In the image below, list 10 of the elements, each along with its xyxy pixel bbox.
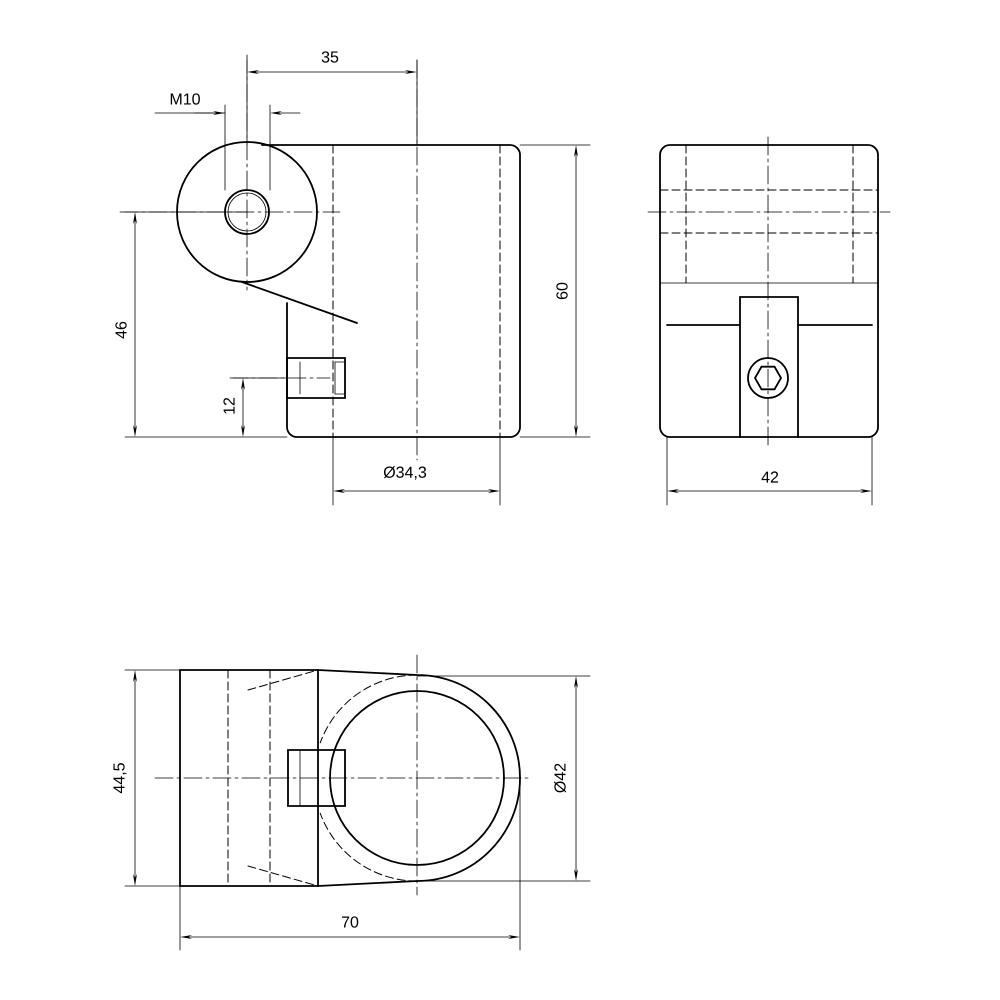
- dimension-label: Ø42: [554, 764, 566, 793]
- dimension-label: M10: [170, 93, 200, 105]
- dimension-label: 35: [322, 51, 338, 63]
- dimension-label: 44,5: [113, 763, 127, 794]
- dimension-label: 60: [556, 282, 568, 300]
- dimension-label: Ø34,3: [384, 466, 426, 480]
- dimension-label: 70: [342, 916, 358, 928]
- dimension-label: 46: [115, 322, 127, 339]
- dimension-label: 12: [223, 398, 235, 414]
- dimension-label: 42: [761, 471, 778, 483]
